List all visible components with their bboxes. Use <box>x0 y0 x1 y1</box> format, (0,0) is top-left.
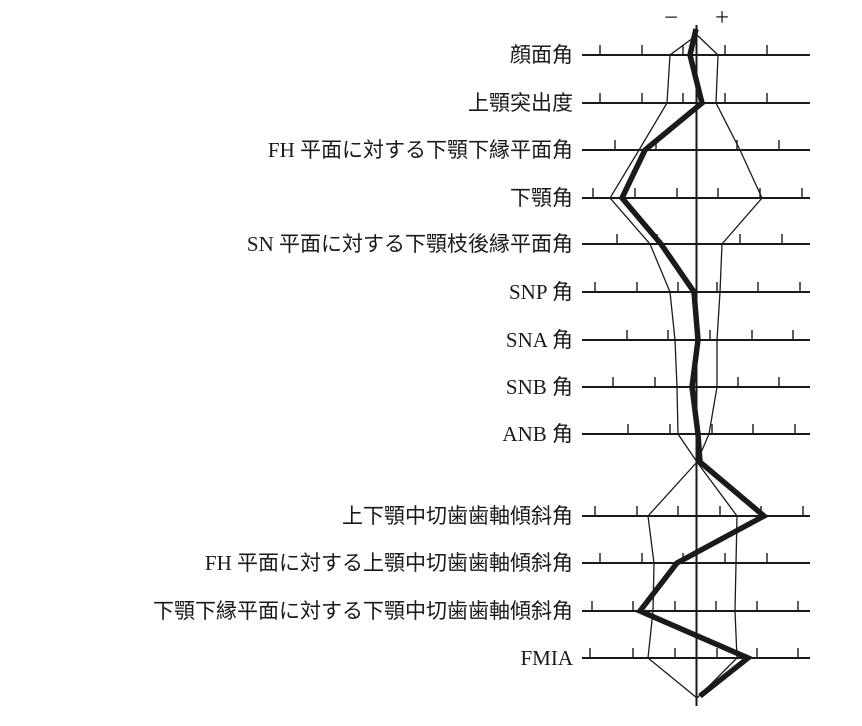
row-label-8: ANB 角 <box>502 422 573 446</box>
minus-sign-label: − <box>664 5 678 32</box>
plus-sign-label: + <box>715 5 729 32</box>
row-label-7: SNB 角 <box>506 375 573 399</box>
row-label-2: FH 平面に対する下顎下縁平面角 <box>268 138 573 162</box>
row-label-10: FH 平面に対する上顎中切歯歯軸傾斜角 <box>205 551 573 575</box>
row-label-4: SN 平面に対する下顎枝後縁平面角 <box>247 232 573 256</box>
row-label-6: SNA 角 <box>506 328 573 352</box>
normal-range-left-edge-polyline <box>609 34 698 699</box>
row-label-3: 下顎角 <box>510 186 573 210</box>
row-label-12: FMIA <box>520 646 573 670</box>
row-label-5: SNP 角 <box>509 280 573 304</box>
normal-range-right-edge-polyline <box>696 34 763 699</box>
row-label-11: 下顎下縁平面に対する下顎中切歯歯軸傾斜角 <box>153 599 573 623</box>
row-label-1: 上顎突出度 <box>468 91 573 115</box>
row-label-9: 上下顎中切歯歯軸傾斜角 <box>342 504 573 528</box>
patient-profile-polyline <box>618 28 769 699</box>
row-label-0: 顔面角 <box>510 43 573 67</box>
